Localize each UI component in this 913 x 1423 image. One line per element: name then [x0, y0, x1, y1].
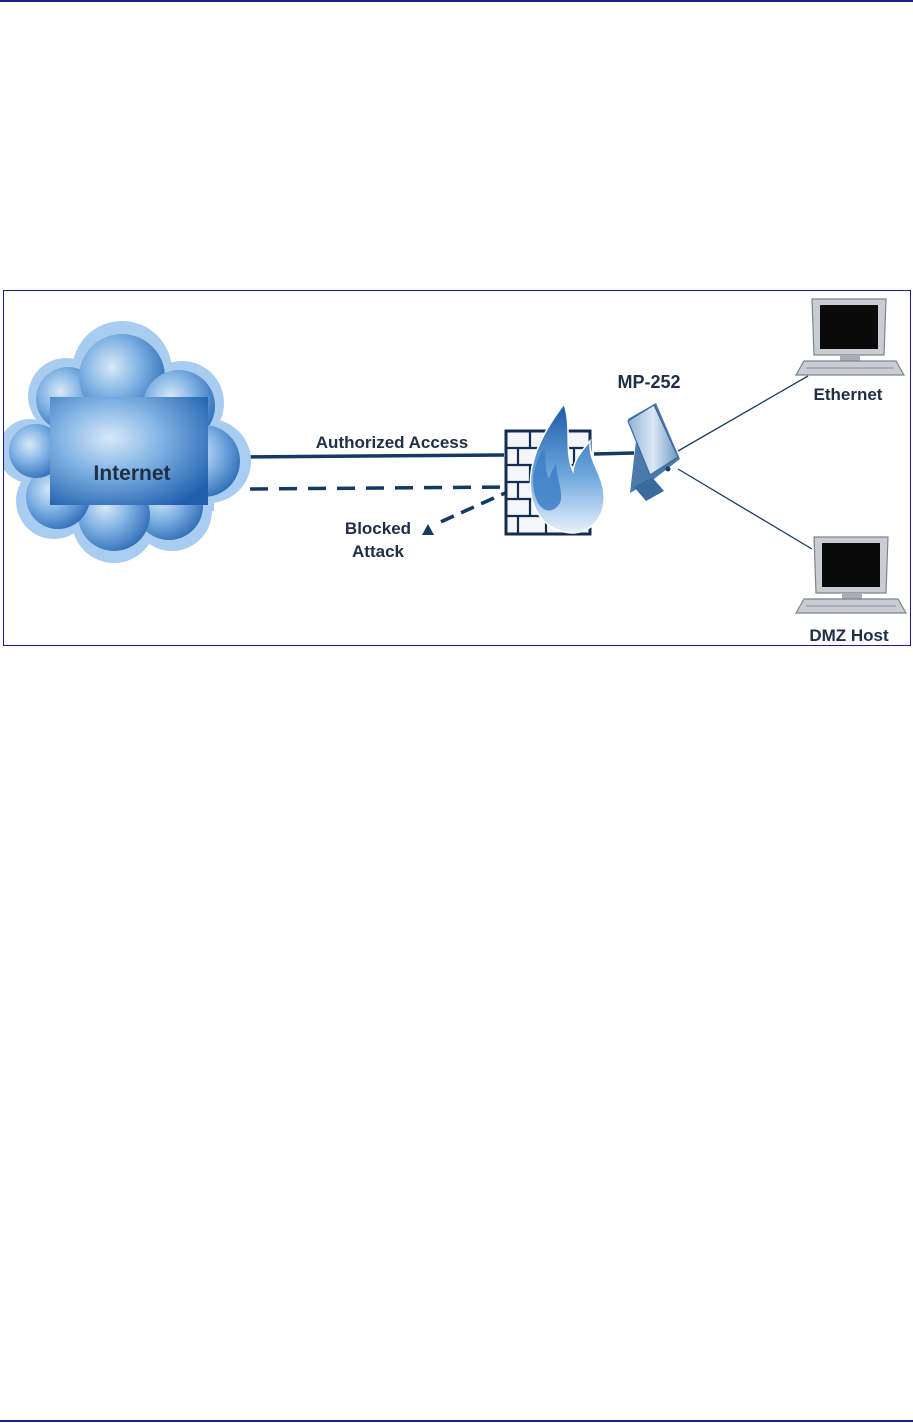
ethernet-link [678, 376, 808, 451]
blocked-attack-marker [422, 524, 434, 535]
device-uplink [594, 453, 634, 454]
blocked-label: Blocked [345, 519, 411, 538]
ethernet-computer-icon [796, 299, 904, 375]
authorized-access-link [230, 455, 504, 457]
firewall-icon [506, 404, 604, 534]
internet-label: Internet [93, 462, 170, 485]
attack-label: Attack [352, 542, 405, 561]
dmz-computer-icon [796, 537, 906, 613]
diagram-canvas: Internet [4, 291, 910, 645]
blocked-attack-link [250, 487, 510, 489]
internet-cloud-icon [4, 321, 251, 563]
ethernet-label: Ethernet [814, 385, 883, 404]
mp252-device-icon [628, 403, 680, 501]
header-rule [0, 0, 913, 2]
dmz-host-label: DMZ Host [809, 626, 889, 645]
network-diagram: Internet [3, 290, 911, 646]
mp252-label: MP-252 [617, 372, 680, 392]
footer-rule [0, 1420, 913, 1422]
authorized-access-label: Authorized Access [316, 433, 468, 452]
blocked-attack-deflection [436, 489, 514, 524]
dmz-link [678, 469, 812, 549]
